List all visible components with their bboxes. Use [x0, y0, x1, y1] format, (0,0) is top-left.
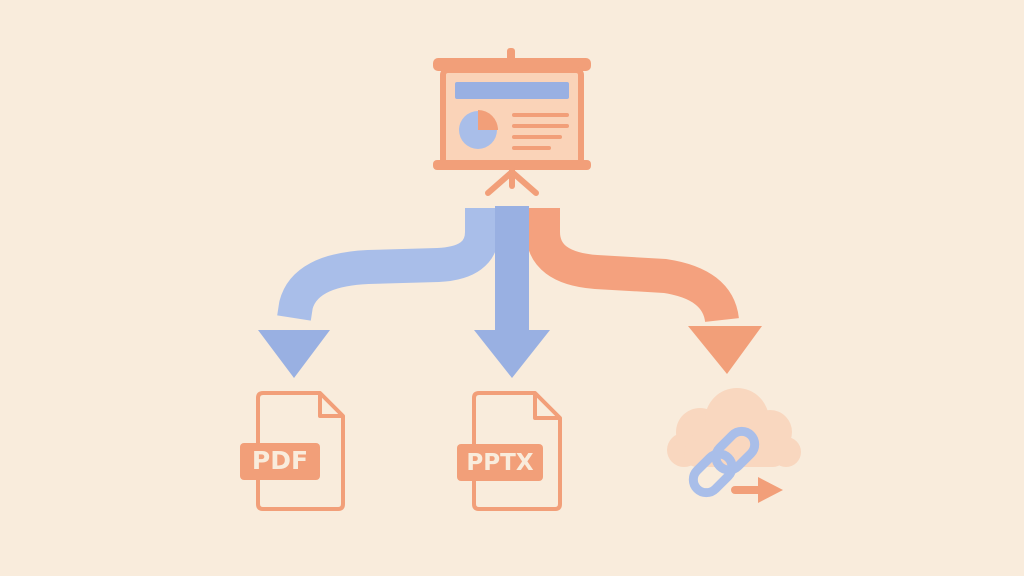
arrow-to-share	[526, 208, 762, 374]
arrow-to-pdf	[258, 208, 499, 378]
cloud-link-icon	[667, 388, 801, 503]
pdf-label: PDF	[252, 446, 308, 475]
pdf-file-icon: PDF	[240, 391, 345, 511]
arrow-right-icon	[731, 477, 783, 503]
pptx-file-icon: PPTX	[457, 391, 562, 511]
arrow-to-pptx	[474, 206, 550, 378]
pptx-label: PPTX	[466, 450, 533, 476]
presentation-board-icon	[433, 48, 591, 196]
